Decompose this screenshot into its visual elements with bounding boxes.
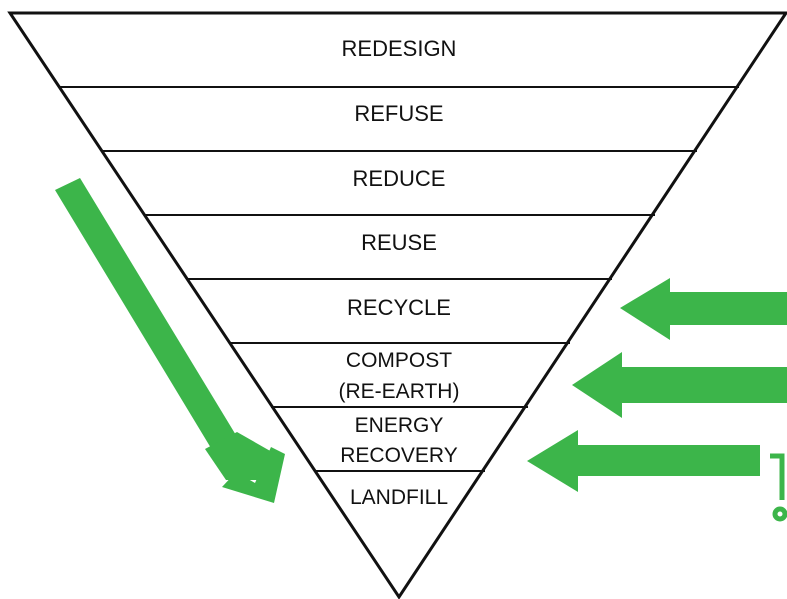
level-compost-line2: (RE-EARTH): [339, 380, 460, 403]
left-arrow-icon: [527, 430, 760, 492]
level-recycle: RECYCLE: [347, 295, 451, 320]
pyramid-dividers: [60, 86, 739, 472]
cart-icon: [770, 453, 787, 522]
level-energy-line1: ENERGY: [355, 414, 444, 437]
level-reuse: REUSE: [361, 230, 437, 255]
level-reduce: REDUCE: [353, 166, 446, 191]
level-refuse: REFUSE: [354, 101, 443, 126]
level-redesign: REDESIGN: [342, 36, 457, 61]
left-arrow-icon: [572, 352, 787, 418]
level-energy-line2: RECOVERY: [340, 444, 457, 467]
pyramid-outline: [7, 11, 787, 599]
left-arrow-icon: [620, 278, 787, 340]
pyramid-labels: REDESIGN REFUSE REDUCE REUSE RECYCLE COM…: [339, 36, 460, 509]
level-compost-line1: COMPOST: [346, 349, 452, 372]
down-right-arrow-icon: [55, 178, 285, 503]
level-landfill: LANDFILL: [350, 486, 448, 509]
